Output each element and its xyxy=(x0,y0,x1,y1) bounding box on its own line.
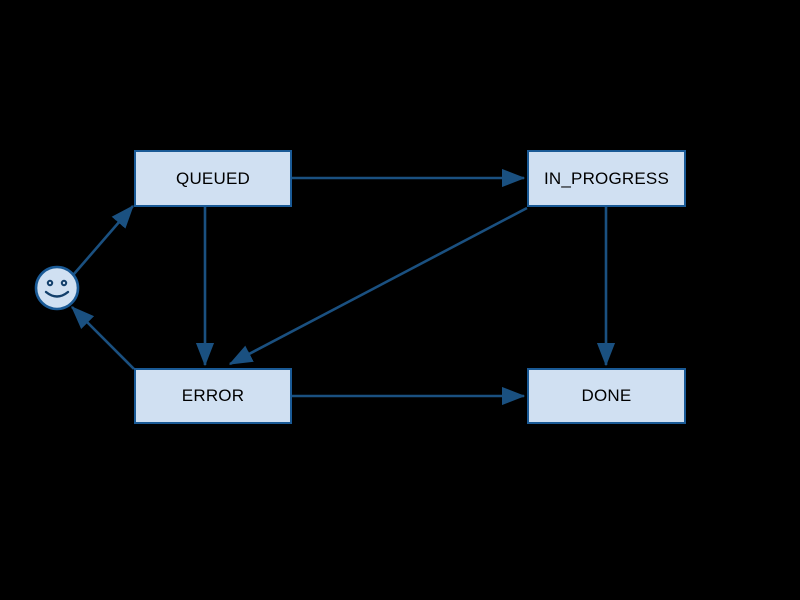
smiley-mouth-icon xyxy=(44,290,70,298)
state-node-in-progress[interactable]: IN_PROGRESS xyxy=(527,150,686,207)
smiley-left-eye-icon xyxy=(46,279,54,287)
edge-start-to-queued xyxy=(73,205,134,275)
edge-in-progress-to-error xyxy=(228,206,528,366)
state-node-queued[interactable]: QUEUED xyxy=(134,150,292,207)
edge-error-to-start xyxy=(71,306,135,370)
state-node-label: DONE xyxy=(581,386,632,405)
smiley-right-eye-icon xyxy=(60,279,68,287)
start-node[interactable] xyxy=(33,264,81,312)
state-node-label: IN_PROGRESS xyxy=(543,168,669,188)
smiley-face-icon xyxy=(34,265,80,311)
state-node-error[interactable]: ERROR xyxy=(134,368,292,424)
state-node-label: QUEUED xyxy=(176,168,250,188)
state-node-label: ERROR xyxy=(181,386,245,405)
state-node-done[interactable]: DONE xyxy=(527,368,686,424)
